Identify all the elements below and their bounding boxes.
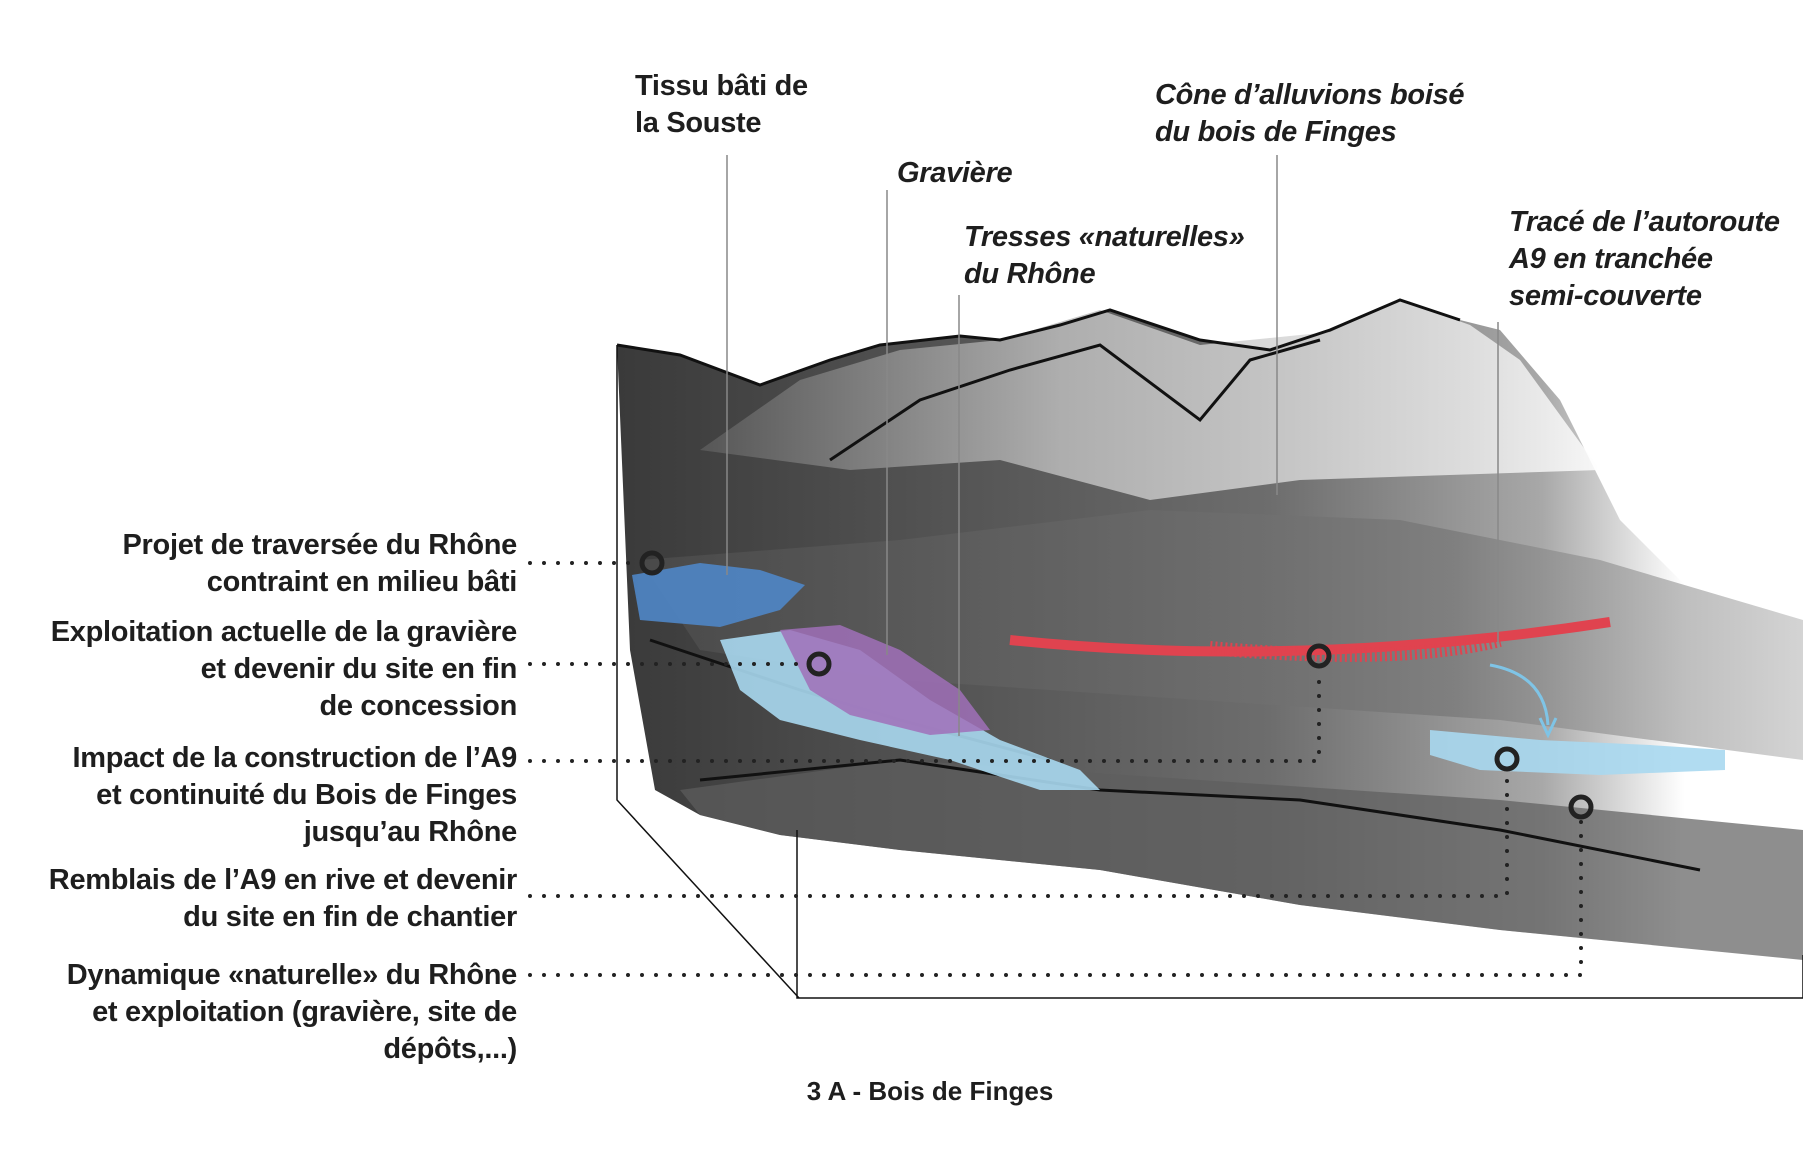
- a9-highway-trace: [1009, 617, 1611, 657]
- label-line: de concession: [319, 690, 517, 722]
- label-line: du bois de Finges: [1155, 116, 1397, 148]
- label-line: et exploitation (gravière, site de: [92, 996, 517, 1028]
- label-trace-autoroute: Tracé de l’autoroute A9 en tranchée semi…: [1509, 204, 1780, 315]
- legend-item-impact-a9: Impact de la construction de l’A9 et con…: [72, 740, 517, 851]
- label-line: Tresses «naturelles»: [964, 221, 1245, 253]
- legend-item-graviere: Exploitation actuelle de la gravière et …: [50, 614, 518, 725]
- label-line: et devenir du site en fin: [200, 653, 518, 685]
- figure-caption: 3 A - Bois de Finges: [806, 1076, 1054, 1106]
- label-line: Tissu bâti de: [635, 70, 808, 102]
- gravel-pit-zone: [780, 625, 990, 735]
- label-line: Exploitation actuelle de la gravière: [50, 616, 518, 648]
- label-line: contraint en milieu bâti: [206, 566, 518, 598]
- river-crossing-zone: [632, 563, 805, 627]
- label-line: Impact de la construction de l’A9: [72, 742, 517, 774]
- legend-item-remblais: Remblais de l’A9 en rive et devenir du s…: [48, 862, 518, 936]
- label-line: et continuité du Bois de Finges: [96, 779, 517, 811]
- label-line: Gravière: [897, 157, 1013, 189]
- block-frame: [616, 345, 1803, 999]
- marker-circles: [639, 550, 1594, 820]
- label-tissu-bati: Tissu bâti de la Souste: [635, 68, 808, 142]
- leader-lines: [528, 561, 1583, 977]
- label-graviere: Gravière: [897, 155, 1013, 192]
- arrow: [1489, 663, 1550, 726]
- label-cone-alluvions: Cône d’alluvions boisé du bois de Finges: [1155, 77, 1465, 151]
- callout-lines: [726, 155, 1499, 736]
- mountains: [700, 300, 1600, 500]
- label-line: Cône d’alluvions boisé: [1155, 79, 1465, 111]
- label-line: semi-couverte: [1509, 280, 1702, 312]
- legend-item-traversee: Projet de traversée du Rhône contraint e…: [123, 527, 518, 601]
- label-line: Dynamique «naturelle» du Rhône: [66, 959, 518, 991]
- label-tresses: Tresses «naturelles» du Rhône: [964, 219, 1245, 293]
- label-line: Remblais de l’A9 en rive et devenir: [48, 864, 518, 896]
- label-line: Tracé de l’autoroute: [1509, 206, 1780, 238]
- a9-impact-zone: [1430, 730, 1725, 775]
- legend-item-dynamique: Dynamique «naturelle» du Rhône et exploi…: [66, 957, 518, 1068]
- forest-plain: [640, 510, 1803, 760]
- label-line: dépôts,...): [383, 1033, 517, 1065]
- lower-fields: [680, 760, 1803, 960]
- label-line: jusqu’au Rhône: [303, 816, 518, 848]
- label-line: du Rhône: [964, 258, 1096, 290]
- label-line: Projet de traversée du Rhône: [122, 529, 518, 561]
- label-line: du site en fin de chantier: [183, 901, 517, 933]
- label-line: la Souste: [635, 107, 762, 139]
- label-line: A9 en tranchée: [1509, 243, 1713, 275]
